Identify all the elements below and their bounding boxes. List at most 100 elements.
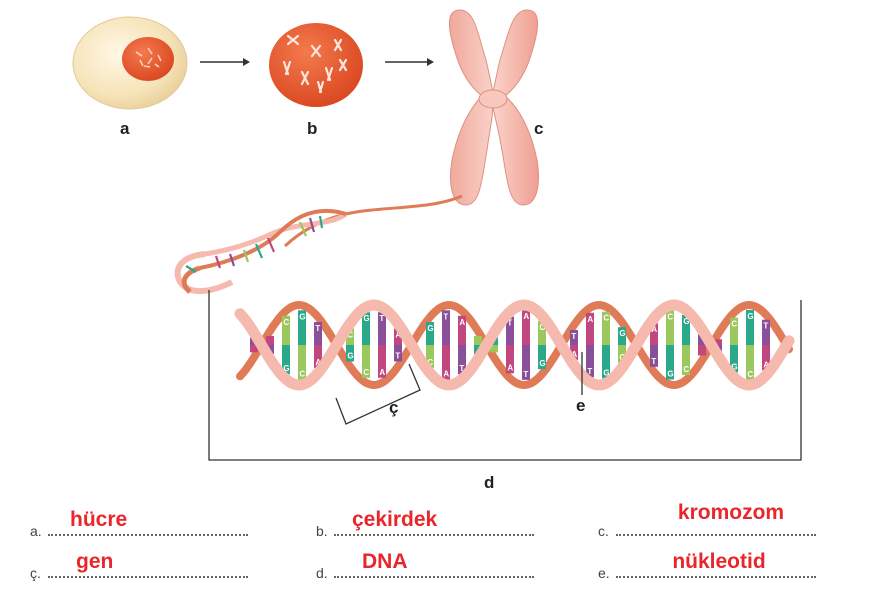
base-letter: C [299,370,305,379]
base-letter: G [363,314,369,323]
nucleus [269,23,363,107]
base-letter: C [363,368,369,377]
chromosome [448,9,539,206]
base-letter: C [731,320,737,329]
base-pair-half [570,345,578,361]
base-letter: G [747,312,753,321]
base-letter: C [619,353,625,362]
answer-letter: b. [316,523,328,539]
base-letter: G [427,324,433,333]
base-pair-half [346,328,354,345]
base-pair-half [282,345,290,375]
base-pair-half [250,345,258,353]
base-letter: C [683,365,689,374]
base-letter: T [587,367,592,376]
base-pair-half [506,316,514,345]
answer-text: hücre [70,508,128,531]
answer-blank: gen [48,550,248,578]
cell-nucleus [122,37,174,81]
base-pair-half [618,345,626,363]
base-pair-half [282,315,290,345]
base-pair-half [266,336,274,345]
base-letter: T [315,324,320,333]
base-pair-half [362,312,370,345]
base-pair-half [362,345,370,378]
base-letter: A [763,360,769,369]
base-pair-half [730,345,738,373]
base-pair-half [666,345,674,380]
base-pair-half [682,314,690,345]
gene-bracket [335,363,421,425]
answer-letter: a. [30,523,42,539]
base-pair-half [618,327,626,345]
base-letter: G [619,329,625,338]
base-pair-half [442,310,450,345]
base-pair-half [714,339,722,345]
base-letter: G [667,369,673,378]
base-pair-half [586,345,594,378]
base-pair-half [586,312,594,345]
base-pair-half [746,345,754,380]
base-pair-half [458,345,466,375]
base-letter: A [443,370,449,379]
base-pair-half [490,345,498,353]
base-pair-half [378,345,386,378]
base-letter: T [523,370,528,379]
base-letter: A [651,325,657,334]
label-a: a [120,119,130,138]
base-letter: T [459,364,464,373]
base-letter: A [507,363,513,372]
label-c: c [534,119,543,138]
base-pair-half [474,336,482,345]
answer-text: nükleotid [672,550,766,573]
base-pair-half [394,328,402,345]
base-letter: C [603,314,609,323]
base-letter: A [395,331,401,340]
dna-double-helix: CGGCTACGGCTAATGCTAATTAATCGTAATCGGCATCGGC… [234,299,795,391]
base-pair-half [730,317,738,345]
base-letter: G [299,312,305,321]
base-pair-half [746,310,754,345]
base-letter: A [571,350,577,359]
base-letter: G [539,359,545,368]
base-pair-half [602,345,610,379]
base-letter: T [651,357,656,366]
answer-row-cc: ç. gen [30,550,248,581]
base-letter: C [747,370,753,379]
base-pair-half [762,345,770,371]
base-letter: A [523,312,529,321]
base-pair-half [538,345,546,370]
arrow-right-icon [200,58,250,66]
base-pair-half [698,345,706,356]
answer-row-d: d. DNA [316,550,534,581]
base-pair-half [682,345,690,376]
base-letter: T [507,319,512,328]
dna-bracket [208,290,802,461]
answer-row-e: e. nükleotid [598,550,816,581]
base-letter: G [683,317,689,326]
answer-blank: hücre [48,508,248,536]
arrow-right-icon [385,58,434,66]
label-e: e [576,396,585,415]
answer-text: gen [76,550,114,573]
base-letter: T [379,314,384,323]
base-letter: C [667,313,673,322]
base-pair-half [314,322,322,345]
base-letter: A [587,315,593,324]
base-pair-half [506,345,514,374]
base-letter: G [731,362,737,371]
answer-letter: e. [598,565,610,581]
base-pair-half [346,345,354,362]
base-pair-half [538,320,546,345]
base-pair-half [650,345,658,367]
base-pair-half [666,310,674,345]
base-pair-half [570,329,578,345]
answer-blank: çekirdek [334,508,534,536]
base-letter: G [347,351,353,360]
base-letter: A [315,358,321,367]
base-pair-half [314,345,322,368]
base-letter: C [283,318,289,327]
answer-blank: DNA [334,550,534,578]
base-pair-half [762,319,770,345]
